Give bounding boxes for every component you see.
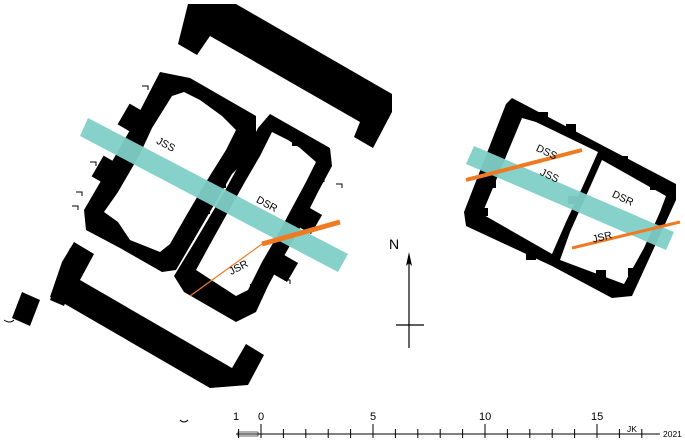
small-building-orange-dss-line [465,148,583,182]
scale-tick-5: 5 [370,411,376,423]
small-building-outer [464,98,676,298]
north-label: N [389,236,399,252]
small-building-orange-jsr-line [571,220,681,250]
label-small-jsr: JSR [591,229,614,246]
scale-tick-10: 10 [479,411,491,423]
large-building [3,4,392,423]
large-building-left-wall [12,292,40,326]
scale-tick-1: 1 [233,411,239,423]
large-building-pier-4 [267,251,299,283]
label-small-dsr: DSR [610,188,636,208]
north-arrow-head-icon [406,252,412,266]
large-building-pier-1 [117,103,151,137]
large-building-pier-3 [291,203,323,235]
scale-tick-0: 0 [258,411,264,423]
large-building-teal-band [80,118,348,272]
north-arrow: N [389,236,424,348]
scale-initials: JK [627,424,637,434]
small-building-teal-band [466,146,674,250]
label-big-jss: JSS [154,135,177,155]
scale-tick-15: 15 [591,411,603,423]
scale-year: 2021 [663,429,682,439]
large-building-outer-wall [178,4,392,148]
label-big-jsr: JSR [227,258,251,278]
large-building-pier-2 [91,155,125,189]
large-building-orange-dsr-line [261,219,341,247]
scale-bar: 1 0 5 10 15 JK 2021 [233,411,682,439]
large-building-thin-jsr-line [189,243,263,297]
large-building-left-pier [50,248,84,306]
